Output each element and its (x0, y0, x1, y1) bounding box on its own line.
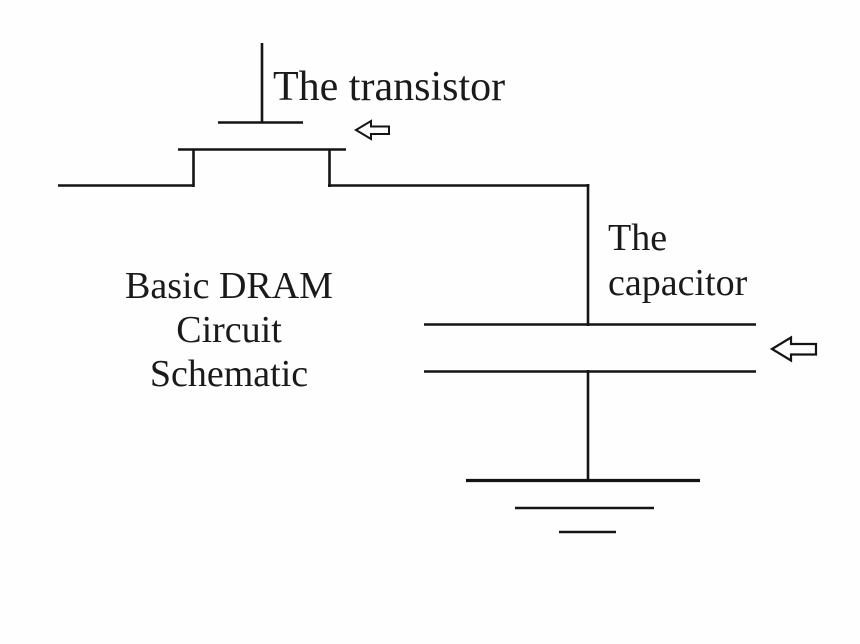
diagram-title: Basic DRAM Circuit Schematic (125, 264, 333, 396)
diagram-title-line1: Basic DRAM (125, 265, 333, 307)
diagram-title-line3: Schematic (149, 353, 309, 395)
wires (58, 184, 590, 481)
capacitor-label-line2: capacitor (608, 262, 748, 304)
capacitor-symbol (424, 323, 756, 373)
left-arrow-icon (354, 119, 390, 141)
ground-symbol (466, 478, 700, 534)
transistor-symbol (178, 43, 346, 187)
capacitor-label: The capacitor (608, 216, 747, 306)
capacitor-label-line1: The (608, 217, 668, 259)
diagram-title-line2: Circuit (176, 309, 282, 351)
transistor-label: The transistor (273, 64, 506, 110)
left-arrow-icon (769, 335, 818, 363)
